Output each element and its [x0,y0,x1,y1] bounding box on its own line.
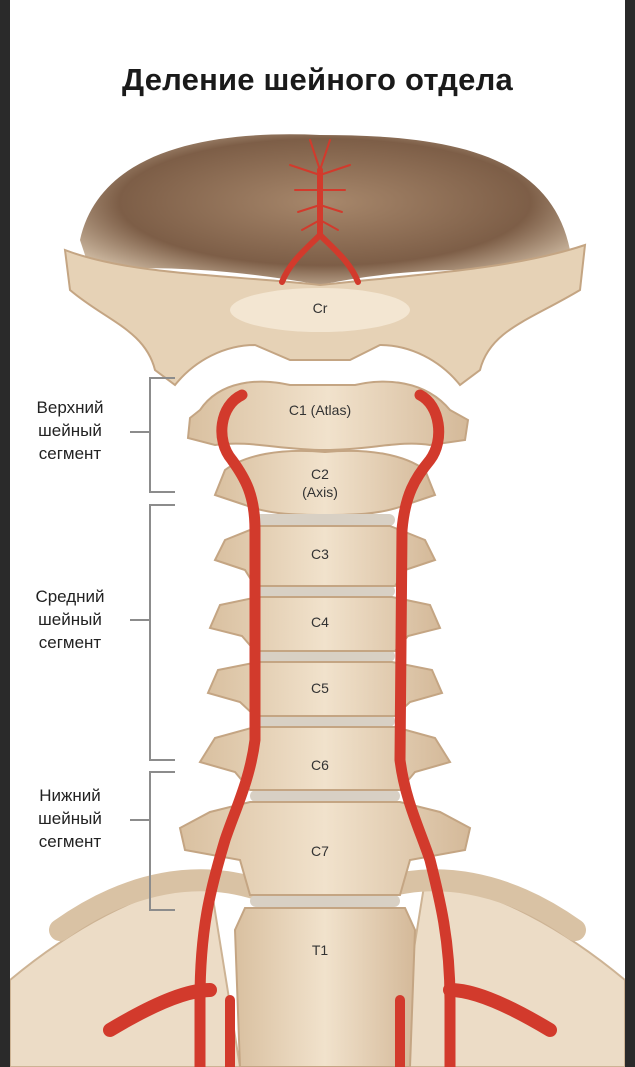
subclavian-artery-right [443,983,557,1037]
vertebra-c4 [208,596,442,652]
segment-label-line: сегмент [38,832,102,851]
segment-label-line: шейный [38,809,102,828]
segment-label-line: шейный [38,421,102,440]
bracket-middle [149,504,175,761]
segment-label-lower: Нижний шейный сегмент [10,784,130,853]
disc-c3-c4 [255,585,395,597]
label-c2: C2 [311,466,329,482]
vertebral-artery-right [394,389,456,1067]
label-c6: C6 [311,757,329,773]
label-c7: C7 [311,843,329,859]
segment-label-upper: Верхний шейный сегмент [10,396,130,465]
figure-title: Деление шейного отдела [122,62,513,97]
segment-label-line: сегмент [38,633,102,652]
bracket-lower [149,771,175,911]
disc-c5-c6 [255,715,395,727]
figure-frame: Деление шейного отдела [10,0,625,1067]
cervical-spine-illustration [10,134,625,1067]
segment-label-line: шейный [38,610,102,629]
vertebral-artery-left [194,389,261,1067]
vertebra-c6 [198,726,452,791]
vertebra-c5 [206,661,444,717]
first-rib-left [49,869,271,941]
label-cr: Cr [312,300,328,316]
skull-base-highlight [230,288,410,332]
segment-label-line: Верхний [36,398,104,417]
vertebra-c7 [178,801,472,896]
label-c1: C1 (Atlas) [288,402,352,418]
disc-c4-c5 [255,650,395,662]
disc-c7-t1 [250,895,400,907]
bracket-upper [149,377,175,493]
skull-cavity [80,134,570,285]
segment-label-line: сегмент [38,444,102,463]
segment-label-middle: Средний шейный сегмент [10,585,130,654]
vertebral-arteries [103,389,557,1067]
label-c2-axis: (Axis) [302,484,338,500]
label-t1: T1 [311,942,329,958]
vertebral-column [178,380,472,1067]
label-c4: C4 [311,614,329,630]
disc-c6-c7 [250,790,400,802]
disc-c2-c3 [255,514,395,526]
vertebra-t1 [233,907,417,1067]
segment-label-line: Нижний [39,786,101,805]
segment-label-line: Средний [35,587,105,606]
subclavian-artery-left [103,983,217,1037]
label-c5: C5 [311,680,329,696]
label-c3: C3 [311,546,329,562]
segment-brackets [130,377,175,911]
shoulder-right [393,878,625,1067]
cerebral-arteries [279,139,361,285]
vertebra-c1 [186,380,470,452]
